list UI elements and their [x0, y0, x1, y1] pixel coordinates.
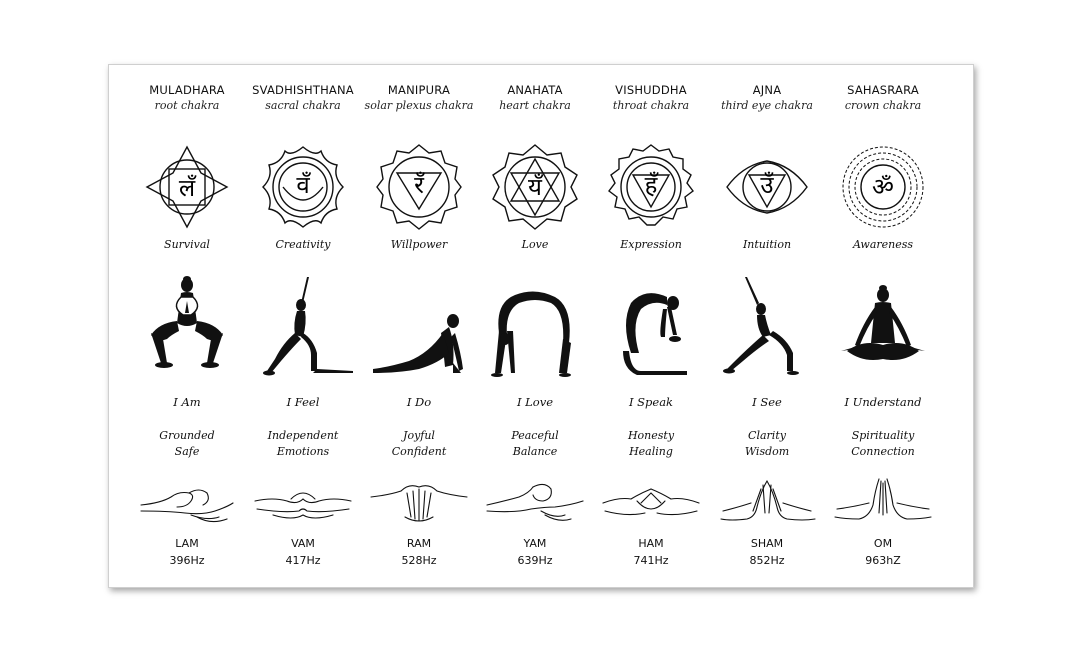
chakra-column-muladhara: MULADHARA root chakra लँ Survival: [129, 65, 245, 587]
chakra-affirmation: I Feel: [286, 395, 320, 409]
chakra-affirmation: I Love: [516, 395, 554, 409]
chakra-mantra: HAM: [638, 537, 664, 550]
ajna-symbol-icon: उँ: [726, 160, 808, 214]
chakra-frequency: 741Hz: [633, 554, 669, 567]
chakra-mantra: OM: [873, 537, 893, 550]
manipura-symbol-icon: रँ: [376, 144, 462, 230]
lotus-pose-icon: [841, 285, 925, 360]
svadhishthana-symbol-icon: वँ: [262, 146, 344, 228]
chakra-quality: Intuition: [742, 238, 792, 251]
chakra-name: AJNA: [752, 83, 782, 97]
chakra-name: SVADHISHTHANA: [252, 83, 354, 97]
chakra-frequency: 528Hz: [401, 554, 437, 567]
chakra-glyph: रँ: [414, 171, 426, 199]
chakra-glyph: उँ: [760, 171, 774, 199]
mudra-hand-icon: [140, 489, 234, 523]
chakra-keyword-2: Healing: [629, 445, 673, 458]
chakra-column-svadhishthana: SVADHISHTHANA sacral chakra वँ Creativit…: [245, 65, 361, 587]
chakra-glyph: वँ: [296, 171, 312, 199]
chakra-affirmation: I See: [752, 395, 782, 409]
mudra-hand-icon: [602, 488, 700, 516]
chakra-glyph: लँ: [179, 174, 198, 202]
squat-pose-icon: [151, 276, 223, 368]
muladhara-symbol-icon: लँ: [145, 145, 229, 229]
chakra-affirmation: I Do: [406, 395, 432, 409]
chakra-mantra: LAM: [175, 537, 199, 550]
chakra-quality: Awareness: [852, 238, 914, 251]
sahasrara-symbol-icon: ॐ: [842, 146, 924, 228]
chakra-frequency: 852Hz: [749, 554, 785, 567]
chakra-keyword-2: Wisdom: [744, 445, 790, 458]
mudra-hand-icon: [486, 483, 584, 521]
lunge-pose-icon: [263, 277, 353, 376]
chakra-subtitle: heart chakra: [499, 99, 571, 112]
wheel-pose-icon: [491, 291, 571, 377]
chakra-subtitle: third eye chakra: [721, 99, 813, 112]
chakra-mantra: VAM: [291, 537, 315, 550]
chakra-frequency: 396Hz: [169, 554, 205, 567]
chakra-glyph: ॐ: [872, 173, 894, 201]
mudra-hand-icon: [720, 480, 816, 521]
cobra-pose-icon: [373, 314, 463, 373]
chakra-subtitle: crown chakra: [844, 99, 922, 112]
chakra-column-sahasrara: SAHASRARA crown chakra ॐ Awareness: [825, 65, 941, 587]
chakra-name: VISHUDDHA: [615, 83, 687, 97]
chakra-keyword-1: Joyful: [403, 429, 435, 442]
chakra-quality: Expression: [620, 238, 682, 251]
chakra-frequency: 639Hz: [517, 554, 553, 567]
mudra-hand-icon: [254, 492, 352, 519]
chakra-keyword-2: Confident: [391, 445, 447, 458]
chakra-column-manipura: MANIPURA solar plexus chakra रँ Willpowe…: [361, 65, 477, 587]
chakra-subtitle: solar plexus chakra: [364, 99, 474, 112]
chakra-keyword-1: Clarity: [748, 429, 786, 442]
chakra-glyph: हँ: [645, 171, 660, 199]
chakra-name: SAHASRARA: [847, 83, 919, 97]
vishuddha-symbol-icon: हँ: [608, 144, 694, 226]
chakra-mantra: SHAM: [750, 537, 784, 550]
chakra-keyword-2: Balance: [512, 445, 558, 458]
chakra-keyword-2: Emotions: [276, 445, 330, 458]
chakra-frequency: 963hZ: [865, 554, 901, 567]
chakra-keyword-1: Independent: [267, 429, 339, 442]
chakra-quality: Willpower: [390, 238, 448, 251]
chakra-name: MANIPURA: [387, 83, 451, 97]
warrior-pose-icon: [723, 277, 799, 375]
mudra-hand-icon: [370, 485, 468, 522]
anahata-symbol-icon: यँ: [492, 144, 578, 230]
chakra-keyword-1: Grounded: [159, 429, 215, 442]
chakra-affirmation: I Am: [173, 395, 201, 409]
chakra-glyph: यँ: [528, 173, 544, 201]
chakra-subtitle: throat chakra: [612, 99, 690, 112]
chakra-name: MULADHARA: [149, 83, 225, 97]
chakra-mantra: YAM: [523, 537, 547, 550]
chakra-quality: Creativity: [275, 238, 331, 251]
chakra-column-vishuddha: VISHUDDHA throat chakra हँ Expression I …: [593, 65, 709, 587]
chakra-keyword-1: Spirituality: [851, 429, 915, 442]
chakra-keyword-2: Safe: [174, 445, 200, 458]
chakra-chart-poster: MULADHARA root chakra लँ Survival: [108, 64, 974, 588]
chakra-subtitle: root chakra: [154, 99, 220, 112]
chakra-quality: Survival: [164, 238, 210, 251]
mudra-hand-icon: [834, 478, 932, 520]
chakra-name: ANAHATA: [507, 83, 563, 97]
camel-pose-icon: [623, 293, 687, 375]
chakra-keyword-2: Connection: [851, 445, 915, 458]
chakra-keyword-1: Honesty: [627, 429, 675, 442]
chakra-mantra: RAM: [406, 537, 432, 550]
chakra-frequency: 417Hz: [285, 554, 321, 567]
chakra-keyword-1: Peaceful: [511, 429, 559, 442]
chakra-column-anahata: ANAHATA heart chakra यँ Love I Love: [477, 65, 593, 587]
chakra-affirmation: I Understand: [844, 395, 922, 409]
chakra-quality: Love: [521, 238, 549, 251]
chakra-subtitle: sacral chakra: [265, 99, 341, 112]
chakra-affirmation: I Speak: [628, 395, 674, 409]
chakra-column-ajna: AJNA third eye chakra उँ Intuition I See: [709, 65, 825, 587]
